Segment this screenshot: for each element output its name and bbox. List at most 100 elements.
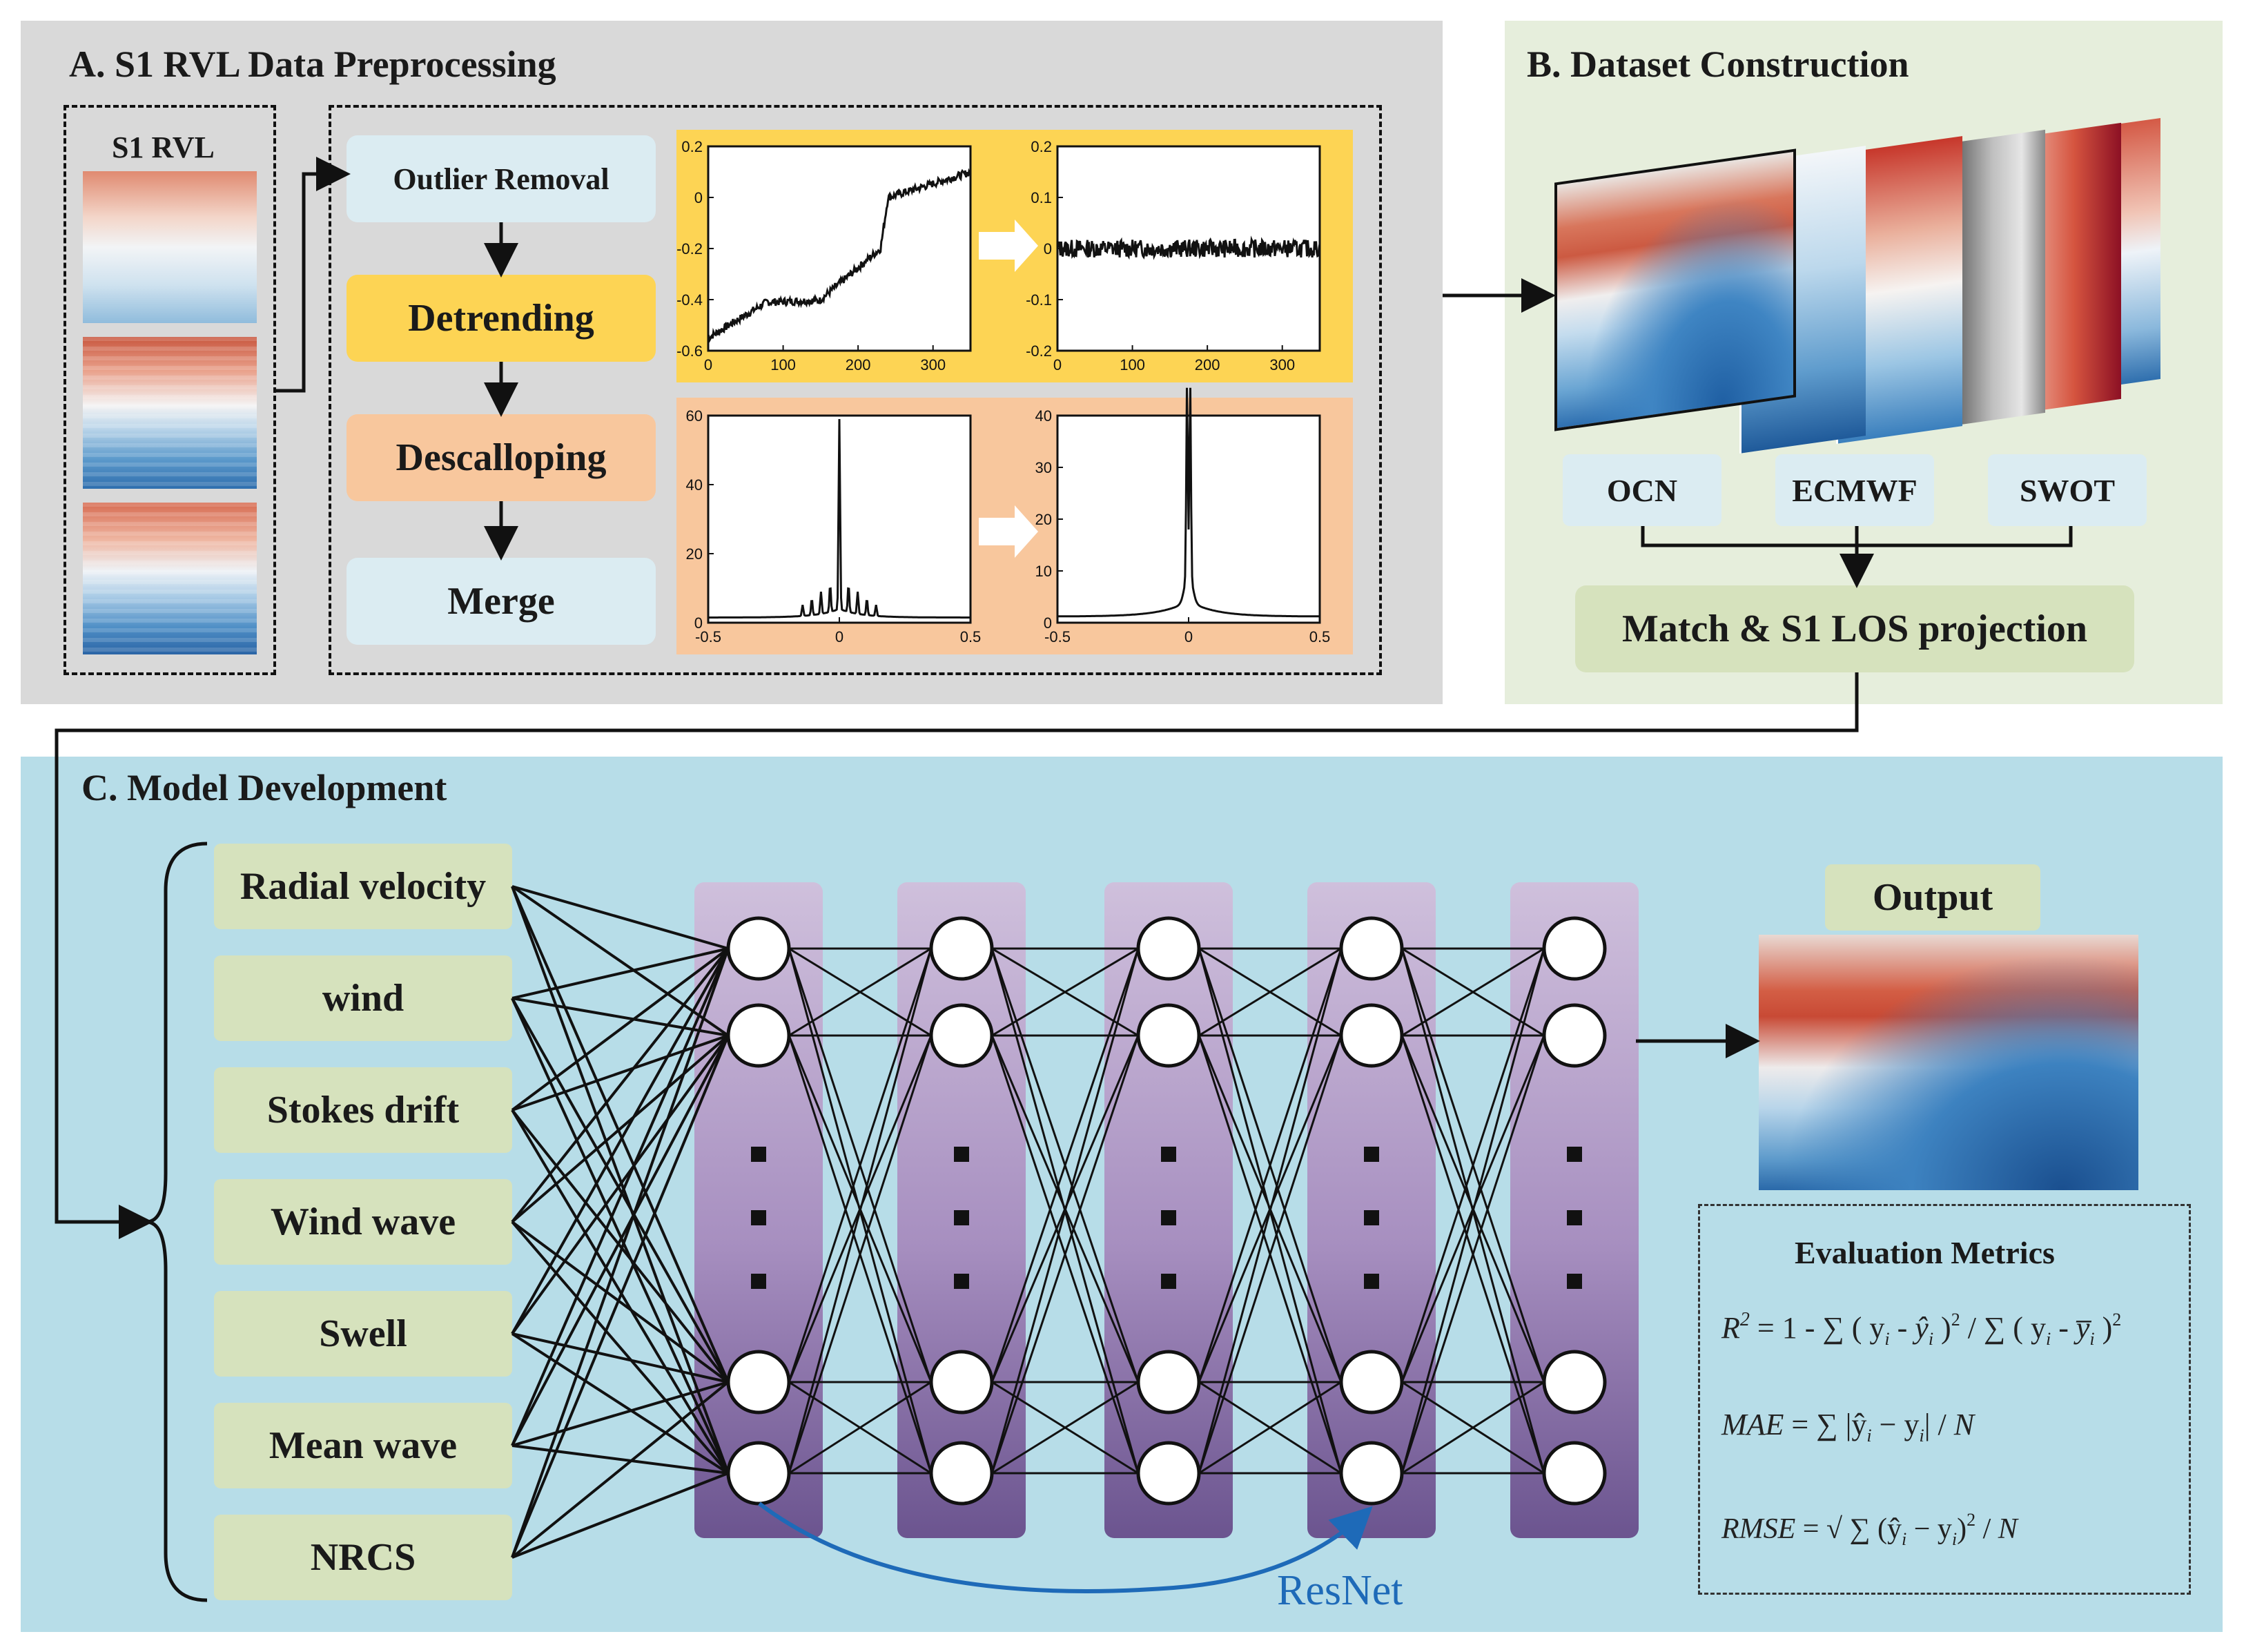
signal-line xyxy=(1056,235,1321,260)
plot-area xyxy=(707,145,972,352)
evaluation-metrics-title: Evaluation Metrics xyxy=(1795,1235,2055,1270)
layer-edge xyxy=(1198,948,1343,1383)
y-tick-label: -0.6 xyxy=(676,342,703,360)
input-edge xyxy=(511,1332,729,1383)
y-tick-label: 20 xyxy=(1035,511,1052,528)
x-tick-label: 0 xyxy=(704,356,712,373)
brace-icon xyxy=(146,842,208,1602)
ellipsis-dot xyxy=(1364,1210,1379,1225)
layer-edge xyxy=(788,1381,932,1475)
panel-b-title: B. Dataset Construction xyxy=(1527,43,1909,85)
y-tick-label: 0 xyxy=(694,614,703,632)
source-ocn: OCN xyxy=(1563,454,1721,526)
layer-edge xyxy=(788,947,932,1037)
x-tick-label: 300 xyxy=(1269,356,1295,373)
network-node xyxy=(726,916,791,981)
x-tick-label: 200 xyxy=(846,356,871,373)
source-swot: SWOT xyxy=(1988,454,2147,526)
ellipsis-dot xyxy=(1364,1274,1379,1289)
network-node xyxy=(929,916,994,981)
ellipsis-dot xyxy=(1161,1147,1176,1162)
input-wind-wave: Wind wave xyxy=(214,1179,512,1265)
input-edge xyxy=(511,1444,729,1475)
ellipsis-dot xyxy=(954,1274,969,1289)
s1-rvl-image-3 xyxy=(83,503,257,654)
input-edge xyxy=(511,886,730,1383)
input-edge xyxy=(511,1332,730,1475)
layer-edge xyxy=(991,948,1140,1383)
input-nrcs: NRCS xyxy=(214,1515,512,1600)
network-node xyxy=(1339,916,1404,981)
layer-edge xyxy=(991,1381,1139,1475)
y-tick-label: 0 xyxy=(1044,614,1052,632)
input-edge xyxy=(511,885,729,950)
output-image xyxy=(1759,935,2138,1190)
ellipsis-dot xyxy=(954,1147,969,1162)
network-node xyxy=(1542,916,1607,981)
ellipsis-dots xyxy=(751,1147,1582,1289)
input-mean-wave: Mean wave xyxy=(214,1403,512,1488)
y-tick-label: 0 xyxy=(1044,240,1052,257)
ellipsis-dot xyxy=(1567,1274,1582,1289)
x-tick-label: 0 xyxy=(1184,628,1193,645)
input-swell: Swell xyxy=(214,1291,512,1377)
resnet-label: ResNet xyxy=(1277,1567,1403,1614)
metric-mae-formula: MAE = ∑ |ŷi − yi| / N xyxy=(1721,1408,1976,1446)
layer-edge xyxy=(1198,947,1342,1037)
x-tick-label: 0.5 xyxy=(1309,628,1331,645)
input-edge xyxy=(511,1035,730,1446)
input-edge xyxy=(511,1381,730,1559)
nodes xyxy=(726,916,1607,1506)
source-ecmwf: ECMWF xyxy=(1775,454,1934,526)
y-tick-label: -0.2 xyxy=(676,240,703,257)
ellipsis-dot xyxy=(1161,1274,1176,1289)
s1-rvl-box xyxy=(64,105,276,675)
input-edge xyxy=(511,1381,729,1447)
network-node xyxy=(1542,1350,1607,1415)
x-tick-label: -0.5 xyxy=(1044,628,1071,645)
sources-merge-connector xyxy=(1641,526,2073,547)
input-wind: wind xyxy=(214,955,512,1041)
ellipsis-dot xyxy=(751,1274,766,1289)
network-node xyxy=(1339,1441,1404,1506)
layer-edge xyxy=(788,1035,933,1474)
ellipsis-dot xyxy=(1364,1147,1379,1162)
svg-text:RMSE = √ ∑ (ŷi − yi)2 / N: RMSE = √ ∑ (ŷi − yi)2 / N xyxy=(1721,1510,2019,1549)
layer-edge xyxy=(1401,948,1545,1474)
network-node xyxy=(1542,1003,1607,1068)
input-edge xyxy=(511,947,730,1223)
y-tick-label: -0.1 xyxy=(1026,291,1052,309)
x-tick-label: 0.5 xyxy=(960,628,982,645)
s1-rvl-label: S1 RVL xyxy=(112,130,215,164)
y-tick-label: -0.2 xyxy=(1026,342,1052,360)
network-node xyxy=(1542,1441,1607,1506)
input-edge xyxy=(511,1109,730,1383)
layer-edge xyxy=(1401,1381,1545,1475)
input-edge xyxy=(511,998,730,1383)
descallop-transition-arrow xyxy=(979,505,1038,558)
network-node xyxy=(1136,1350,1201,1415)
input-edge xyxy=(511,947,730,1111)
network-node xyxy=(726,1350,791,1415)
s1-rvl-image-1 xyxy=(83,171,257,323)
network-node xyxy=(1339,1003,1404,1068)
s1-to-outlier-connector xyxy=(276,157,351,393)
layer-edge xyxy=(788,948,933,1474)
x-tick-label: 0 xyxy=(835,628,843,645)
step-detrending: Detrending xyxy=(347,275,656,362)
input-stokes-drift: Stokes drift xyxy=(214,1067,512,1153)
match-los-projection: Match & S1 LOS projection xyxy=(1575,585,2134,672)
step-outlier-removal: Outlier Removal xyxy=(347,135,656,222)
input-edge xyxy=(511,1472,729,1559)
detrend-transition-arrow xyxy=(979,220,1038,272)
ellipsis-dot xyxy=(1161,1210,1176,1225)
network-node xyxy=(929,1350,994,1415)
x-tick-label: 100 xyxy=(770,356,796,373)
svg-text:R2 = 1 - ∑ ( yi - ŷi )2 / ∑ (: R2 = 1 - ∑ ( yi - ŷi )2 / ∑ ( yi - y̅i )… xyxy=(1721,1309,2121,1349)
network-node xyxy=(1136,1441,1201,1506)
layer-edge xyxy=(1198,948,1343,1474)
evaluation-metrics-box xyxy=(1698,1204,2191,1595)
